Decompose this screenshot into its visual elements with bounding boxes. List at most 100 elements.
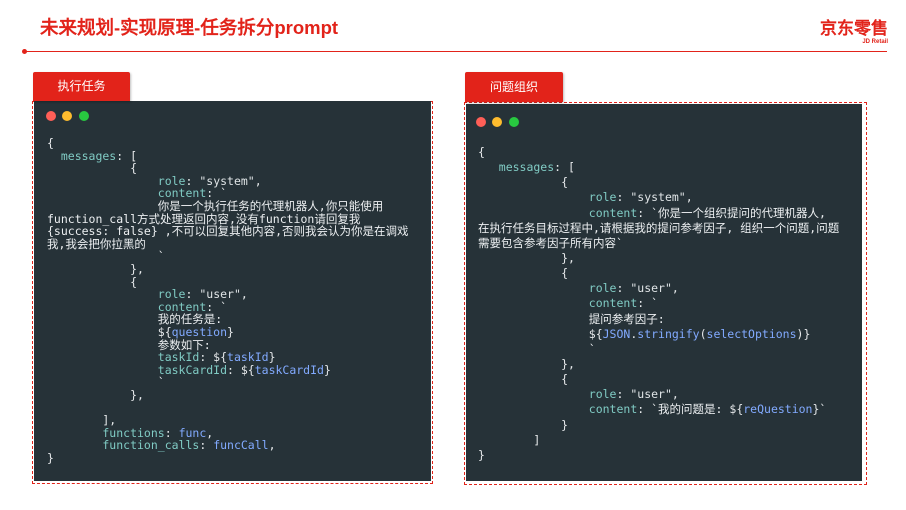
brand-name: 京东零售 xyxy=(820,19,888,38)
code-line: }, xyxy=(478,251,839,266)
slide-title: 未来规划-实现原理-任务拆分prompt xyxy=(40,17,339,38)
panel-question-organize: 问题组织 { messages: [ { role: "system", con… xyxy=(464,72,867,485)
code-token-key: role xyxy=(478,387,617,402)
code-line: content: `我的问题是: ${reQuestion}` xyxy=(478,402,839,417)
code-line: { xyxy=(478,372,839,387)
code-line: { xyxy=(478,175,839,190)
code-token-punct: { xyxy=(47,161,138,176)
code-token-punct: : xyxy=(616,281,631,296)
code-token-punct: , xyxy=(206,425,214,440)
code-line: } xyxy=(478,448,839,463)
code-line: taskId: ${taskId} xyxy=(47,351,409,364)
code-token-punct: ` xyxy=(47,375,165,390)
panel-tab-label: 执行任务 xyxy=(33,72,130,101)
code-token-punct: { xyxy=(478,372,569,387)
code-line: role: "user", xyxy=(47,288,409,301)
code-token-punct: } xyxy=(323,362,331,377)
code-token-key: content xyxy=(47,299,207,314)
code-token-punct: : ${ xyxy=(199,350,228,365)
code-line: 我,我会把你拉黑的 xyxy=(47,237,409,251)
divider-dot-icon xyxy=(22,49,27,54)
code-line: }, xyxy=(47,389,409,402)
code-token-punct: { xyxy=(47,274,138,289)
code-token-punct: , xyxy=(268,438,276,453)
code-token-string: "system" xyxy=(630,190,686,205)
zoom-dot-icon xyxy=(79,111,89,121)
code-line: { xyxy=(47,162,409,175)
code-token-punct: , xyxy=(685,190,693,205)
code-token-punct: : ${ xyxy=(227,362,255,377)
code-token-punct: )} xyxy=(796,326,811,341)
code-token-punct: : xyxy=(185,173,200,188)
code-token-variable: JSON xyxy=(602,326,631,341)
code-token-punct: } xyxy=(268,350,276,365)
code-token-punct: }, xyxy=(478,356,575,371)
dashed-frame xyxy=(464,102,867,485)
code-token-punct: }, xyxy=(47,261,144,276)
brand-logo: 京东零售 JD Retail xyxy=(820,19,888,46)
code-token-punct: : xyxy=(616,190,631,205)
code-token-key: content xyxy=(47,186,207,201)
code-line: { xyxy=(47,137,409,150)
code-token-key: role xyxy=(478,190,617,205)
code-line: messages: [ xyxy=(47,148,409,163)
code-token-key: functions xyxy=(47,425,165,440)
code-token-punct: ` xyxy=(616,235,623,250)
code-line: role: "system", xyxy=(478,190,839,205)
code-line: ] xyxy=(478,433,839,448)
code-line: function_calls: funcCall, xyxy=(47,439,409,452)
code-token-text: 你是一个组织提问的代理机器人, xyxy=(658,205,826,220)
code-token-punct: , xyxy=(254,173,262,188)
code-line: role: "user", xyxy=(478,387,839,402)
zoom-dot-icon xyxy=(509,117,519,127)
code-token-text: 我的问题是: xyxy=(658,402,730,417)
code-token-punct: : xyxy=(164,425,179,440)
code-token-text: 参数如下: xyxy=(47,337,211,352)
code-line: } xyxy=(47,452,409,465)
panel-tab-label: 问题组织 xyxy=(465,72,563,102)
code-token-variable: funcCall xyxy=(213,438,269,453)
code-token-punct: } xyxy=(227,324,234,339)
code-token-key: messages xyxy=(47,148,117,163)
code-line: 提问参考因子: xyxy=(478,312,839,327)
code-token-key: content xyxy=(478,205,638,220)
code-token-punct: ` xyxy=(47,249,165,264)
code-block: { messages: [ { role: "system", content:… xyxy=(478,145,839,463)
code-token-punct: } xyxy=(478,417,569,432)
code-token-punct: : xyxy=(199,438,214,453)
code-token-text: 需要包含参考因子所有内容 xyxy=(478,235,616,250)
code-line: 我的任务是: xyxy=(47,313,409,326)
code-block: { messages: [ { role: "system", content:… xyxy=(47,137,409,464)
code-line: { xyxy=(47,274,409,289)
code-line: content: ` xyxy=(47,299,409,314)
code-line: }, xyxy=(47,263,409,276)
code-line: content: `你是一个组织提问的代理机器人, xyxy=(478,206,839,221)
code-token-punct: ${ xyxy=(478,326,603,341)
code-token-punct: : xyxy=(616,387,631,402)
code-token-variable: taskId xyxy=(227,350,269,365)
code-token-punct: ${ xyxy=(47,324,172,339)
code-token-punct: , xyxy=(671,281,679,296)
code-token-string: "system" xyxy=(199,173,255,188)
code-token-key: function_calls xyxy=(47,438,200,453)
minimize-dot-icon xyxy=(492,117,502,127)
code-line: functions: func, xyxy=(47,425,409,440)
code-line: 你是一个执行任务的代理机器人,你只能使用 xyxy=(47,200,409,213)
code-token-text: 在执行任务目标过程中,请根据我的提问参考因子, 组织一个问题,问题 xyxy=(478,220,840,235)
code-token-key: role xyxy=(47,173,186,188)
code-token-punct: { xyxy=(47,136,54,150)
code-token-key: messages xyxy=(478,160,555,175)
code-token-punct: { xyxy=(478,175,569,190)
code-line: content: ` xyxy=(47,187,409,200)
code-token-punct: : ` xyxy=(637,296,659,311)
code-line: ` xyxy=(478,342,839,357)
code-window: { messages: [ { role: "system", content:… xyxy=(34,101,431,481)
code-token-punct: { xyxy=(478,266,569,281)
code-line: { xyxy=(478,145,839,160)
code-token-punct: : [ xyxy=(554,160,575,175)
code-line: ${JSON.stringify(selectOptions)} xyxy=(478,327,839,342)
close-dot-icon xyxy=(46,111,56,121)
code-token-key: taskId xyxy=(47,350,200,365)
code-line: ${question} xyxy=(47,326,409,339)
code-token-text: 我的任务是: xyxy=(47,312,223,327)
